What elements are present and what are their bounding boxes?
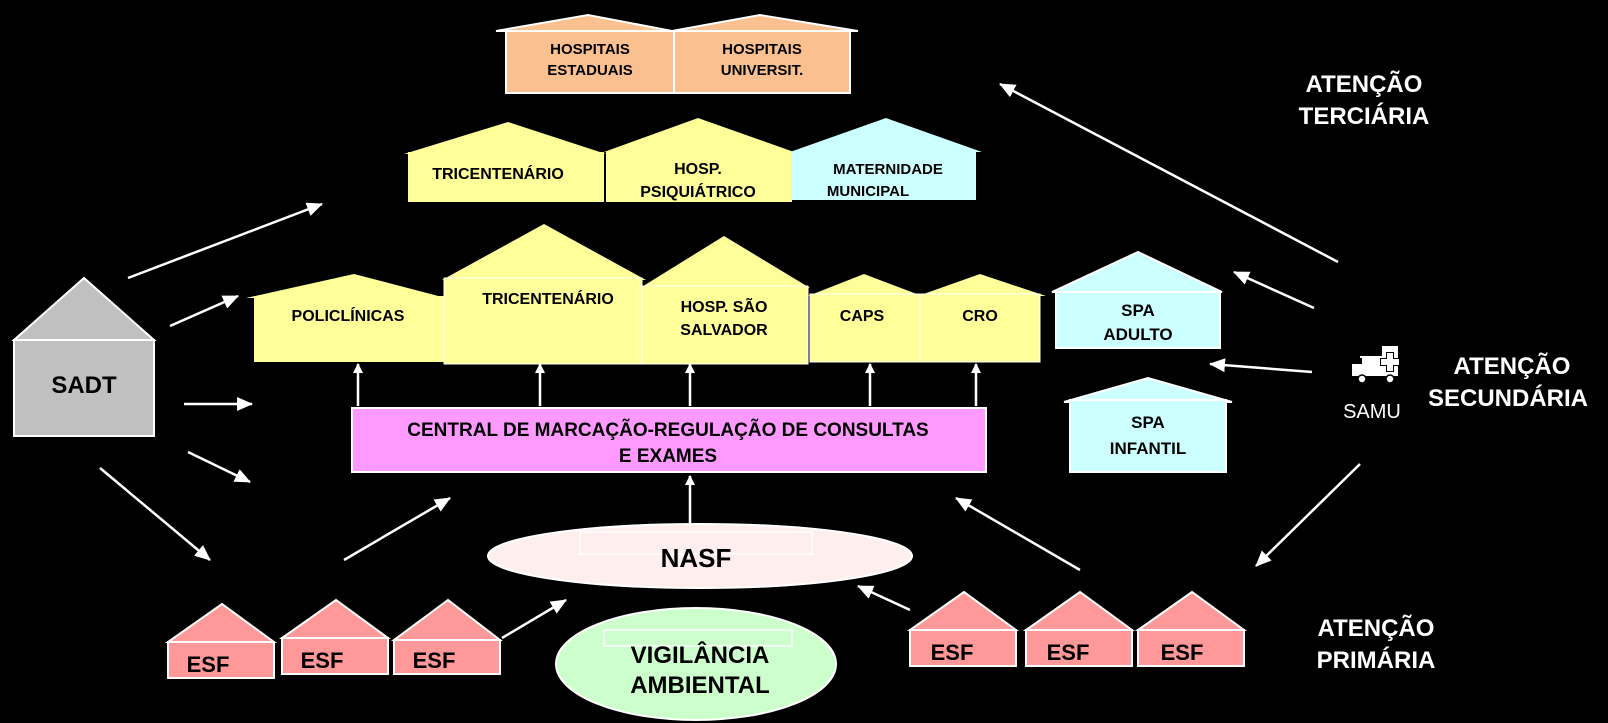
hosp-sao-salvador-line1: HOSP. SÃO (681, 296, 768, 316)
tricentenario-top: TRICENTENÁRIO (404, 122, 606, 202)
esf-right-1: ESF (906, 590, 1020, 667)
secondary-level-line1: ATENÇÃO (1454, 352, 1571, 380)
sadt-label: SADT (51, 372, 117, 399)
hospitais-universit: HOSPITAIS UNIVERSIT. (671, 13, 859, 94)
spa-adulto: SPA ADULTO (1051, 250, 1223, 349)
esf-left-3-label: ESF (413, 648, 456, 673)
hosp-sao-salvador-line2: SALVADOR (680, 322, 768, 339)
samu-label: SAMU (1343, 401, 1401, 423)
hosp-psiquiatrico: HOSP. PSIQUIÁTRICO (604, 118, 794, 202)
tertiary-level-line2: TERCIÁRIA (1299, 102, 1430, 130)
spa-infantil: SPA INFANTIL (1063, 376, 1233, 473)
arrows-sadt (99, 202, 323, 561)
arrow-esf-right-to-nasf (857, 584, 911, 612)
esf-right-2: ESF (1022, 590, 1136, 667)
esf-left-3: ESF (390, 598, 503, 675)
primary-level-line2: PRIMÁRIA (1317, 646, 1436, 674)
arrow-samu-to-spa-adulto (1209, 358, 1313, 374)
esf-right-3-label: ESF (1161, 640, 1204, 665)
hospitais-universit-line1: HOSPITAIS (722, 41, 802, 58)
tertiary-level-line1: ATENÇÃO (1306, 70, 1423, 98)
hospitais-universit-line2: UNIVERSIT. (721, 62, 804, 79)
sadt: SADT (11, 276, 157, 437)
vigilancia-ambiental: VIGILÂNCIA AMBIENTAL (555, 607, 837, 721)
spa-adulto-line2: ADULTO (1103, 325, 1172, 344)
arrows-samu (999, 82, 1361, 567)
arrow-esf-to-nasf (501, 598, 567, 640)
tricentenario-mid: TRICENTENÁRIO (442, 224, 646, 365)
esf-left-2-label: ESF (301, 648, 344, 673)
central-marcacao: CENTRAL DE MARCAÇÃO-REGULAÇÃO DE CONSULT… (351, 407, 987, 473)
hospitais-estaduais-line1: HOSPITAIS (550, 41, 630, 58)
arrow-sadt-to-central (187, 450, 251, 484)
esf-left-1-label: ESF (187, 652, 230, 677)
maternidade-municipal: MATERNIDADE MUNICIPAL (790, 118, 982, 200)
arrows-primary (343, 496, 1081, 640)
hosp-sao-salvador: HOSP. SÃO SALVADOR (640, 236, 810, 365)
esf-right-1-label: ESF (931, 640, 974, 665)
spa-infantil-line1: SPA (1131, 413, 1165, 432)
spa-infantil-line2: INFANTIL (1110, 439, 1187, 458)
hospitais-estaduais: HOSPITAIS ESTADUAIS (495, 13, 675, 94)
spa-adulto-line1: SPA (1121, 301, 1155, 320)
esf-left-1: ESF (164, 602, 278, 679)
central-line2: E EXAMES (619, 446, 717, 467)
hosp-psiquiatrico-line1: HOSP. (674, 161, 722, 178)
arrow-samu-to-tertiary (999, 82, 1339, 264)
primary-level-line1: ATENÇÃO (1318, 614, 1435, 642)
policlinicas: POLICLÍNICAS (246, 274, 446, 362)
esf-left-2: ESF (278, 598, 392, 675)
hospitais-estaduais-line2: ESTADUAIS (547, 62, 633, 79)
arrows-central-up (353, 363, 981, 526)
maternidade-line2: MUNICIPAL (827, 183, 909, 200)
hosp-psiquiatrico-line2: PSIQUIÁTRICO (640, 182, 756, 201)
arrow-samu-to-spa-top (1233, 270, 1315, 310)
vigilancia-line2: AMBIENTAL (630, 672, 770, 699)
nasf-label: NASF (661, 543, 732, 573)
arrow-sadt-to-policlinicas (169, 294, 239, 328)
secondary-level-line2: SECUNDÁRIA (1428, 384, 1588, 412)
maternidade-line1: MATERNIDADE (833, 161, 943, 178)
arrow-esf-left-to-central (343, 496, 451, 562)
tricentenario-top-label: TRICENTENÁRIO (432, 164, 564, 183)
caps-label: CAPS (840, 308, 885, 325)
vigilancia-line1: VIGILÂNCIA (631, 641, 770, 669)
cro-label: CRO (962, 308, 998, 325)
arrow-sadt-to-tier2 (127, 202, 323, 280)
policlinicas-label: POLICLÍNICAS (292, 306, 405, 325)
central-line1: CENTRAL DE MARCAÇÃO-REGULAÇÃO DE CONSULT… (407, 419, 928, 441)
arrow-samu-to-esf (1255, 463, 1361, 567)
esf-right-3: ESF (1134, 590, 1248, 667)
esf-right-2-label: ESF (1047, 640, 1090, 665)
ambulance-icon (1352, 346, 1400, 384)
tricentenario-mid-label: TRICENTENÁRIO (482, 289, 614, 308)
cro: CRO (918, 274, 1046, 363)
arrow-sadt-to-esf (99, 467, 211, 561)
arrow-esf-right-to-central (955, 496, 1081, 572)
caps: CAPS (808, 274, 922, 363)
nasf: NASF (487, 523, 913, 589)
